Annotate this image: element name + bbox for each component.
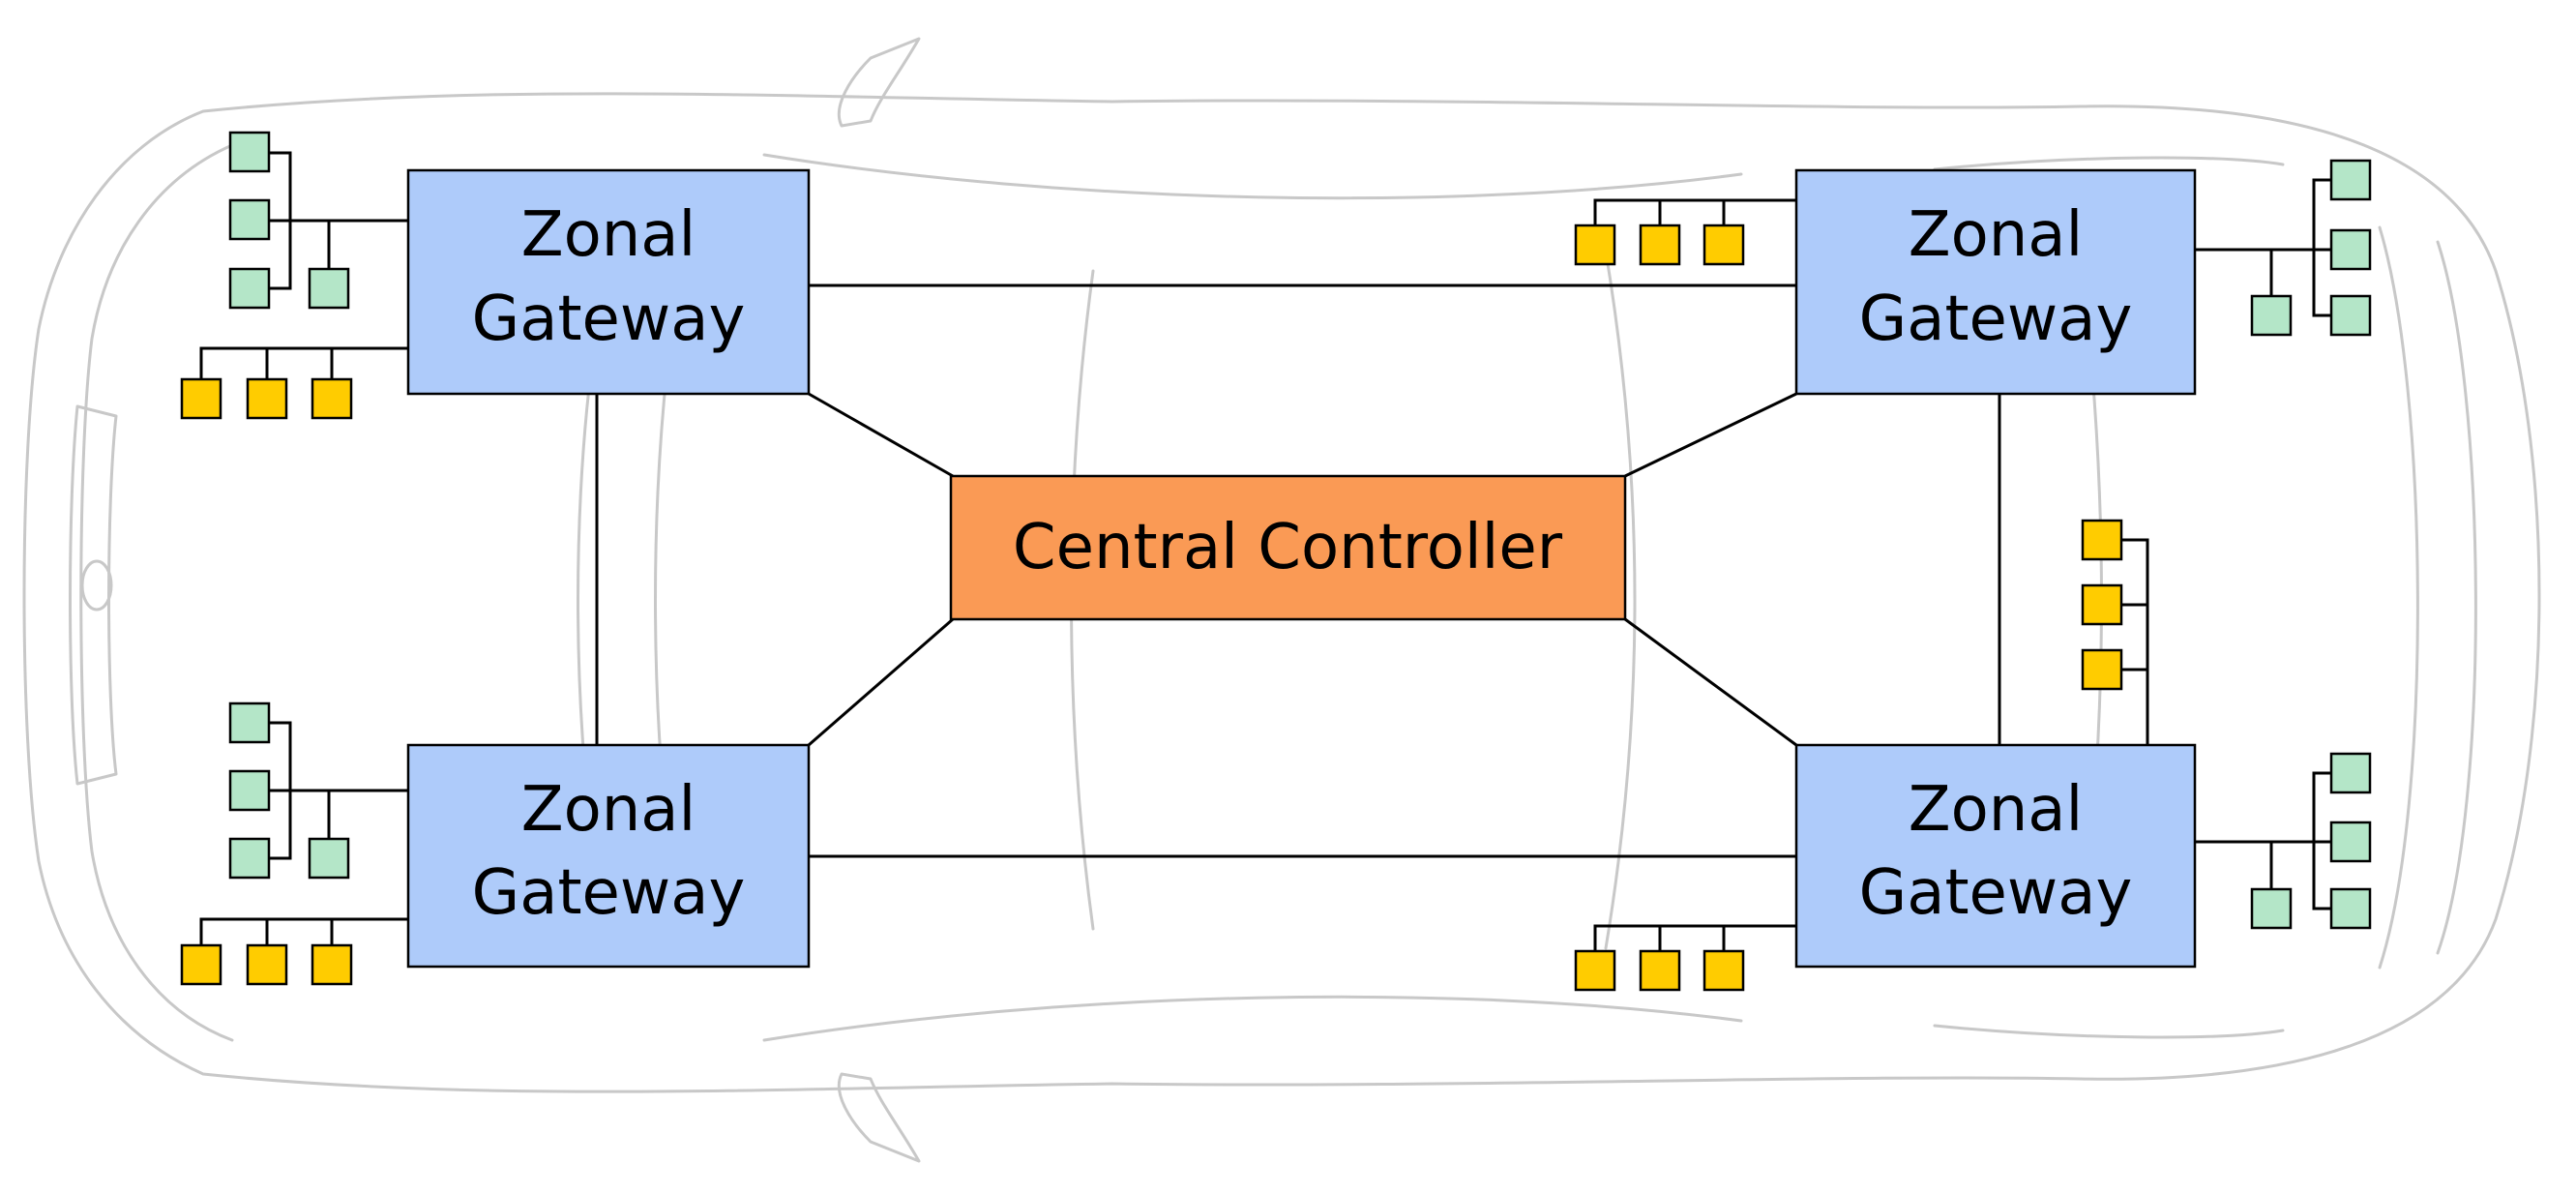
zonal-gateway-front-right: Zonal Gateway — [1794, 168, 2197, 396]
actuator-node — [1703, 224, 1745, 266]
sensor-node — [2250, 294, 2293, 337]
gateway-label-line1: Zonal — [521, 774, 696, 846]
gateway-label-line1: Zonal — [1909, 199, 2084, 271]
sensor-node — [2329, 752, 2372, 794]
actuator-node — [1703, 949, 1745, 992]
zonal-gateway-rear-right: Zonal Gateway — [1794, 743, 2197, 969]
sensor-node — [2329, 228, 2372, 271]
gateway-label-line2: Gateway — [472, 857, 746, 929]
actuator-node — [180, 377, 222, 420]
sensor-node — [228, 769, 271, 812]
sensor-node — [2329, 159, 2372, 201]
actuator-nodes — [180, 224, 2123, 992]
sensor-node — [2329, 294, 2372, 337]
sensor-node — [308, 837, 350, 880]
actuator-node — [2081, 648, 2123, 691]
gateway-label-line2: Gateway — [1859, 284, 2133, 355]
sensor-node — [228, 198, 271, 241]
sensor-node — [228, 701, 271, 744]
central-controller-label: Central Controller — [1013, 512, 1563, 583]
sensor-node — [2250, 887, 2293, 930]
actuator-node — [1639, 949, 1681, 992]
actuator-node — [1574, 949, 1616, 992]
network-wires — [199, 151, 2331, 951]
actuator-node — [1639, 224, 1681, 266]
actuator-node — [2081, 519, 2123, 561]
central-controller: Central Controller — [949, 474, 1627, 621]
gateway-label-line1: Zonal — [1909, 774, 2084, 846]
actuator-node — [311, 377, 353, 420]
actuator-node — [246, 943, 288, 986]
gateway-label-line2: Gateway — [472, 284, 746, 355]
sensor-node — [228, 131, 271, 173]
gateway-label-line2: Gateway — [1859, 857, 2133, 929]
actuator-node — [2081, 583, 2123, 626]
sensor-node — [228, 267, 271, 310]
zonal-gateway-rear-left: Zonal Gateway — [406, 743, 811, 969]
sensor-node — [2329, 887, 2372, 930]
gateway-label-line1: Zonal — [521, 199, 696, 271]
actuator-node — [1574, 224, 1616, 266]
actuator-node — [311, 943, 353, 986]
sensor-node — [228, 837, 271, 880]
actuator-node — [246, 377, 288, 420]
sensor-nodes — [228, 131, 2372, 930]
actuator-node — [180, 943, 222, 986]
sensor-node — [2329, 821, 2372, 863]
sensor-node — [308, 267, 350, 310]
zonal-gateway-front-left: Zonal Gateway — [406, 168, 811, 396]
